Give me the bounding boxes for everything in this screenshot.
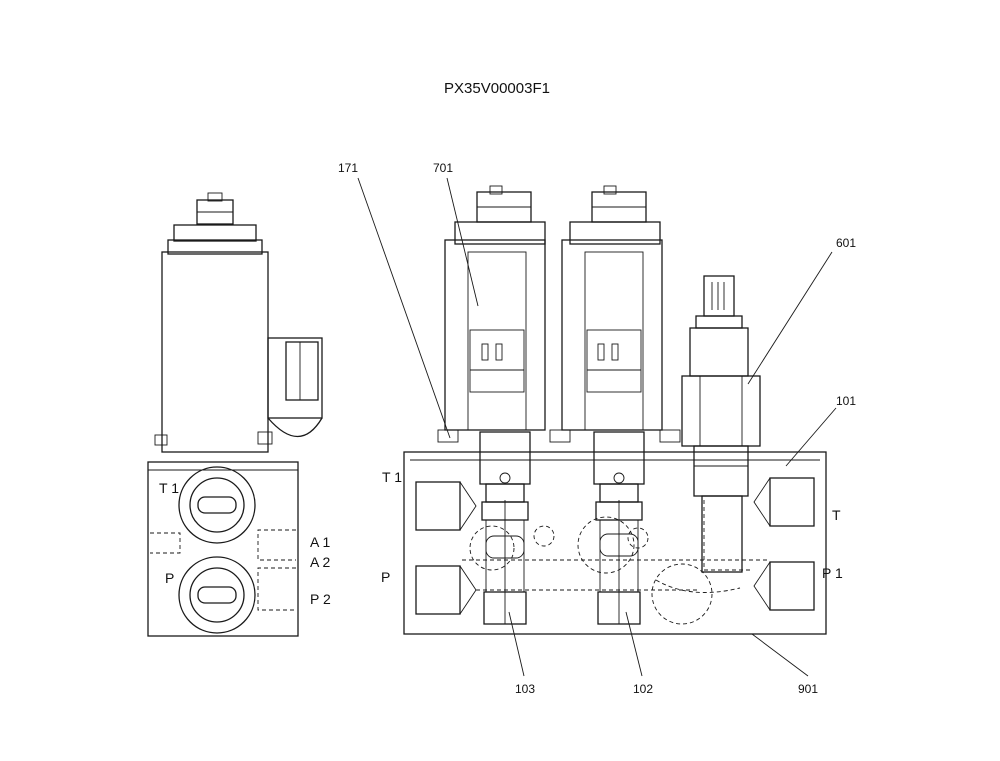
leader-102 bbox=[625, 611, 643, 677]
front-port-label-p: P bbox=[381, 569, 390, 585]
callout-102: 102 bbox=[633, 682, 653, 696]
drawing-title: PX35V00003F1 bbox=[444, 80, 550, 97]
front-port-t bbox=[753, 477, 815, 527]
leader-171 bbox=[357, 177, 451, 439]
leader-701 bbox=[446, 177, 479, 307]
side-view-nut bbox=[167, 192, 263, 255]
side-view-screw-left bbox=[154, 434, 168, 446]
side-view-valve-block bbox=[147, 461, 299, 637]
side-view-connector bbox=[267, 337, 323, 437]
side-port-label-t1: T 1 bbox=[159, 480, 179, 496]
front-solenoid-1 bbox=[444, 185, 546, 431]
callout-901: 901 bbox=[798, 682, 818, 696]
callout-101: 101 bbox=[836, 394, 856, 408]
front-spool-2 bbox=[577, 431, 645, 625]
front-screw-2 bbox=[549, 429, 571, 443]
side-port-label-a1: A 1 bbox=[310, 534, 330, 550]
front-solenoid-2 bbox=[561, 185, 663, 431]
side-view-screw-right bbox=[257, 431, 273, 445]
front-port-p1 bbox=[753, 561, 815, 611]
front-screw-1 bbox=[437, 429, 459, 443]
callout-601: 601 bbox=[836, 236, 856, 250]
leader-601 bbox=[747, 251, 833, 385]
front-port-label-t1: T 1 bbox=[382, 469, 402, 485]
side-port-label-p2: P 2 bbox=[310, 591, 331, 607]
front-port-label-p1: P 1 bbox=[822, 565, 843, 581]
front-bore-2 bbox=[627, 527, 649, 549]
front-bore-1 bbox=[533, 525, 555, 547]
side-port-label-p: P bbox=[165, 570, 174, 586]
side-view-solenoid-coil bbox=[161, 251, 269, 453]
callouts: 171 701 601 101 103 102 901 bbox=[338, 161, 856, 696]
callout-171: 171 bbox=[338, 161, 358, 175]
callout-701: 701 bbox=[433, 161, 453, 175]
front-valve-block bbox=[403, 451, 827, 635]
front-passage-3 bbox=[655, 579, 741, 593]
front-passage-4 bbox=[703, 500, 752, 571]
front-bore-3 bbox=[651, 563, 713, 625]
leader-103 bbox=[508, 611, 525, 677]
callout-103: 103 bbox=[515, 682, 535, 696]
front-view: T 1 P T P 1 bbox=[381, 185, 843, 635]
front-port-t1 bbox=[415, 481, 477, 531]
side-view-port-t1 bbox=[178, 466, 256, 544]
leader-901 bbox=[751, 633, 809, 677]
side-view: T 1 P A 1 A 2 P 2 bbox=[147, 192, 331, 637]
front-relief-valve bbox=[681, 275, 761, 573]
front-spool-1 bbox=[469, 431, 531, 625]
leader-101 bbox=[785, 407, 837, 467]
front-port-p bbox=[415, 565, 477, 615]
front-port-label-t: T bbox=[832, 507, 841, 523]
front-screw-3 bbox=[659, 429, 681, 443]
side-port-label-a2: A 2 bbox=[310, 554, 330, 570]
side-view-port-p bbox=[178, 556, 256, 634]
